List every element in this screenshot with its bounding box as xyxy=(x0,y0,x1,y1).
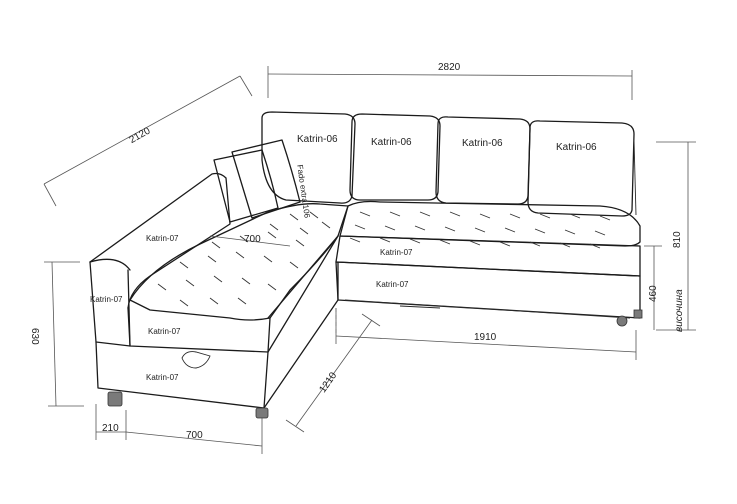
dim-height-label: височина xyxy=(674,289,685,332)
legs xyxy=(107,309,643,419)
dim-total-length: 2820 xyxy=(438,62,461,73)
dim-seat-height: 460 xyxy=(648,285,659,302)
throw-pillow-front xyxy=(213,149,279,223)
dim-main-length: 1910 xyxy=(474,332,497,343)
back-cushions xyxy=(261,111,637,217)
main-seat xyxy=(335,200,641,319)
throw-pillows xyxy=(213,139,301,223)
back-panel-edge xyxy=(633,139,637,216)
dim-left-height: 630 xyxy=(29,328,40,345)
dim-armrest: 210 xyxy=(102,423,119,434)
pillow-label-4: Katrin-06 xyxy=(556,142,597,153)
tufting xyxy=(157,211,611,307)
pillow-label-2: Katrin-06 xyxy=(371,137,412,148)
dim-depth-diagonal: 2120 xyxy=(128,125,153,146)
pillow-label-3: Katrin-06 xyxy=(462,138,503,149)
dim-side-front: 700 xyxy=(186,430,203,441)
fabric-seat-front-left: Katrin-07 xyxy=(148,327,181,336)
back-cushion-3 xyxy=(435,116,531,205)
fabric-arm-side: Katrin-07 xyxy=(90,295,123,304)
throw-pillow-back xyxy=(231,139,301,219)
dim-side-depth: 700 xyxy=(244,234,261,245)
wheel-right xyxy=(616,315,628,327)
fabric-base-right: Katrin-07 xyxy=(376,280,409,289)
fabric-seat-front-right: Katrin-07 xyxy=(380,248,413,257)
back-cushion-2 xyxy=(349,113,441,201)
chaise xyxy=(89,172,349,409)
dim-right-height: 810 xyxy=(672,231,683,248)
dimension-lines xyxy=(43,66,696,454)
leg-right-back xyxy=(633,309,643,319)
leg-front-mid xyxy=(255,407,269,419)
pillow-label-1: Katrin-06 xyxy=(297,134,338,145)
leg-front-left xyxy=(107,391,123,407)
dim-chaise-length: 1210 xyxy=(317,370,339,395)
fabric-base-left: Katrin-07 xyxy=(146,373,179,382)
fabric-arm-top: Katrin-07 xyxy=(146,234,179,243)
back-cushion-4 xyxy=(527,120,635,217)
